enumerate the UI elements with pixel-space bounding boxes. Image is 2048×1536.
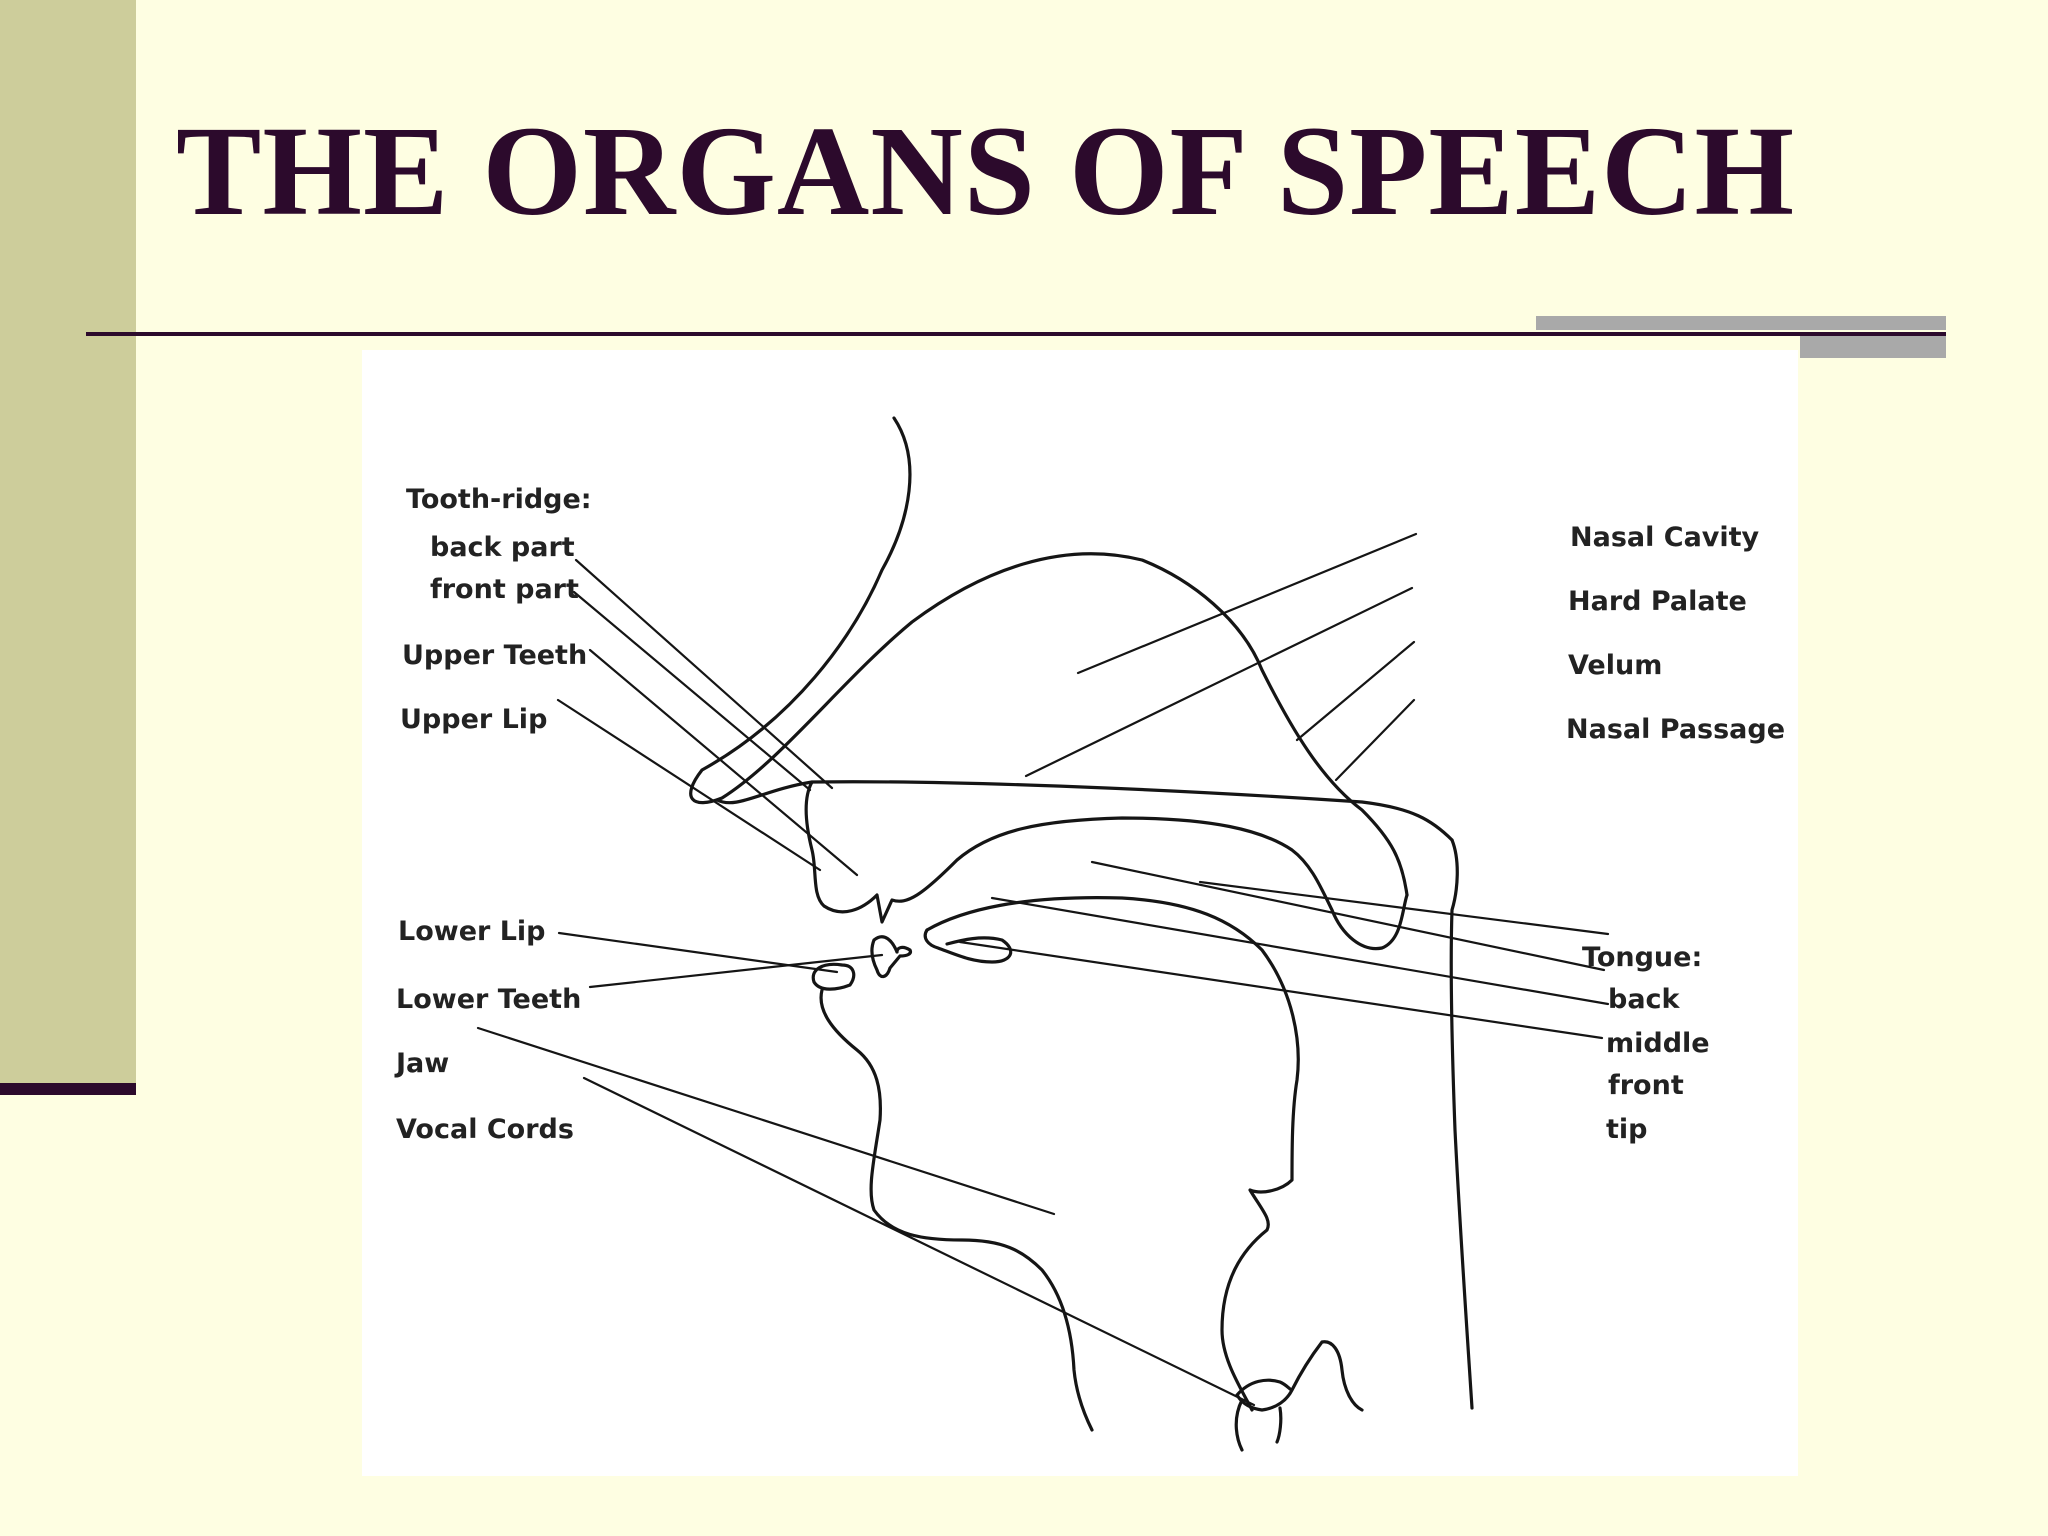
label-hard-palate: Hard Palate: [1568, 586, 1747, 617]
leader-upper-lip: [556, 698, 822, 872]
upper-lip: [804, 780, 1409, 951]
label-velum: Velum: [1568, 650, 1662, 681]
title-rule: [86, 332, 1946, 336]
label-back-part: back part: [430, 532, 575, 563]
label-tongue-middle: middle: [1606, 1028, 1710, 1059]
pharynx-wall: [1449, 838, 1474, 1410]
label-upper-teeth: Upper Teeth: [402, 640, 587, 671]
tongue-tip: [923, 928, 1013, 964]
label-lower-lip: Lower Lip: [398, 916, 546, 947]
vocal-tract-outline: [689, 416, 1474, 1452]
label-tongue-front: front: [1608, 1070, 1684, 1101]
leader-upper-teeth: [588, 648, 859, 877]
leader-back-part: [574, 558, 834, 790]
upper-lip-palate: [715, 780, 1454, 842]
leader-tongue-front: [990, 896, 1610, 1006]
label-front-part: front part: [430, 574, 579, 605]
decorative-gray-bar-lower: [1800, 336, 1946, 358]
lower-teeth: [870, 935, 913, 979]
leader-nasal-passage: [1334, 698, 1416, 782]
label-vocal-cords: Vocal Cords: [396, 1114, 574, 1145]
label-jaw: Jaw: [394, 1048, 449, 1079]
leader-lower-teeth: [588, 953, 884, 989]
leader-velum: [1295, 640, 1416, 742]
speech-organs-diagram: Tooth-ridge: back part front part Upper …: [394, 416, 1785, 1452]
nose-profile: [689, 416, 1409, 897]
leader-tongue-tip: [958, 940, 1604, 1040]
label-nasal-cavity: Nasal Cavity: [1570, 522, 1760, 553]
leader-tongue-back: [1198, 880, 1610, 936]
lower-lip-chin: [811, 962, 1094, 1432]
leader-lines: [476, 532, 1610, 1407]
side-band: [0, 0, 136, 1083]
label-nasal-passage: Nasal Passage: [1566, 714, 1785, 745]
leader-tongue-middle: [1090, 860, 1606, 972]
side-band-accent: [0, 1083, 136, 1095]
leader-front-part: [572, 590, 812, 792]
slide-title: THE ORGANS OF SPEECH: [176, 100, 1796, 242]
label-tooth-ridge: Tooth-ridge:: [406, 484, 592, 515]
diagram-labels: Tooth-ridge: back part front part Upper …: [394, 484, 1785, 1145]
leader-jaw: [476, 1026, 1056, 1216]
leader-vocal-cords: [582, 1076, 1256, 1407]
larynx: [1234, 1340, 1364, 1452]
label-tongue-tip: tip: [1606, 1114, 1648, 1145]
leader-nasal-cavity: [1076, 532, 1418, 675]
speech-organs-figure: Tooth-ridge: back part front part Upper …: [362, 350, 1798, 1476]
leader-lower-lip: [557, 931, 839, 974]
tongue-outline: [925, 896, 1300, 1412]
label-tongue: Tongue:: [1582, 942, 1702, 973]
label-tongue-back: back: [1608, 984, 1681, 1015]
leader-hard-palate: [1024, 586, 1414, 778]
decorative-gray-bar: [1536, 316, 1946, 330]
label-lower-teeth: Lower Teeth: [396, 984, 581, 1015]
label-upper-lip: Upper Lip: [400, 704, 547, 735]
